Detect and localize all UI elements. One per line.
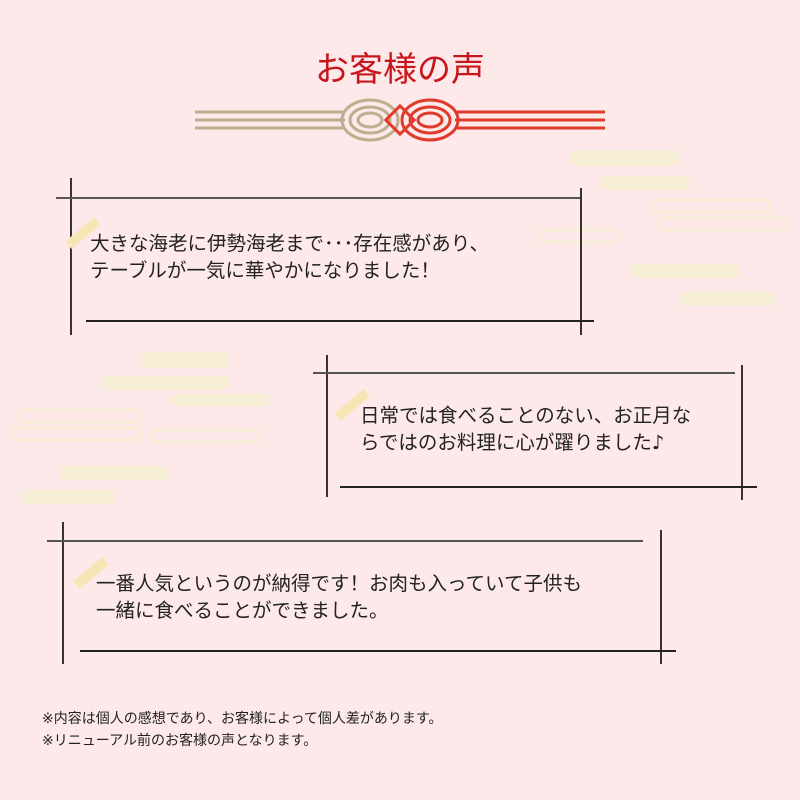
frame-line	[340, 486, 757, 488]
testimonial-text: 大きな海老に伊勢海老まで･･･存在感があり、テーブルが一気に華やかになりました！	[90, 232, 489, 282]
disclaimer-line: ※リニューアル前のお客様の声となります。	[42, 733, 318, 749]
frame-line	[580, 188, 582, 335]
frame-line	[313, 372, 735, 374]
frame-line	[47, 540, 643, 542]
frame-line	[326, 355, 328, 497]
disclaimer-line: ※内容は個人の感想であり、お客様によって個人差があります。	[42, 711, 443, 727]
mizuhiki-cord-icon	[195, 98, 605, 142]
frame-line	[80, 650, 676, 652]
testimonial-text: 一番人気というのが納得です！お肉も入っていて子供も一緒に食べることができました。	[96, 572, 582, 622]
frame-line	[660, 530, 662, 664]
frame-line	[56, 197, 580, 199]
testimonial-text: 日常では食べることのない、お正月ならではのお料理に心が躍りました♪	[360, 404, 692, 454]
frame-line	[62, 522, 64, 664]
page-title: お客様の声	[315, 50, 485, 90]
frame-line	[70, 178, 72, 335]
frame-line	[741, 365, 743, 500]
disclaimer: ※内容は個人の感想であり、お客様によって個人差があります。 ※リニューアル前のお…	[42, 708, 443, 752]
frame-line	[86, 320, 594, 322]
